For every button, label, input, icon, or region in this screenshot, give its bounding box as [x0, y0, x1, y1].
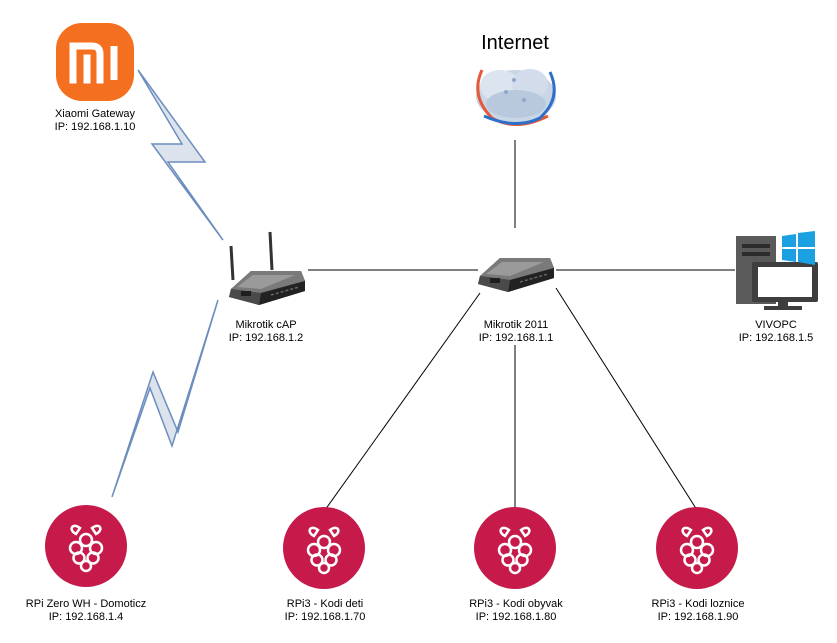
rpi-loznice-name: RPi3 - Kodi loznice [651, 598, 745, 610]
wireless-link-xiaomi-cap [137, 69, 224, 241]
cap-ip: IP: 192.168.1.2 [228, 332, 304, 344]
router-icon-cap [228, 231, 306, 306]
raspberry-pi-icon-deti [283, 507, 365, 589]
main-router-ip: IP: 192.168.1.1 [478, 332, 554, 344]
raspberry-pi-icon-loznice [656, 507, 738, 589]
rpi-deti-name: RPi3 - Kodi deti [286, 598, 364, 610]
rpi-loznice-ip: IP: 192.168.1.90 [657, 611, 739, 623]
link-main-rpi-loznice [555, 287, 698, 511]
rpi-deti-label: RPi3 - Kodi deti IP: 192.168.1.70 [285, 598, 366, 624]
rpi-zero-name: RPi Zero WH - Domoticz [25, 598, 147, 610]
pc-ip: IP: 192.168.1.5 [738, 332, 814, 344]
router-icon-main [477, 257, 555, 293]
computer-icon [736, 236, 818, 310]
main-router-name: Mikrotik 2011 [483, 319, 549, 331]
rpi-obyvak-label: RPi3 - Kodi obyvak IP: 192.168.1.80 [469, 598, 563, 624]
wired-links [308, 140, 735, 511]
xiaomi-label: Xiaomi Gateway IP: 192.168.1.10 [55, 108, 136, 134]
rpi-obyvak-ip: IP: 192.168.1.80 [475, 611, 557, 623]
cap-label: Mikrotik cAP IP: 192.168.1.2 [229, 319, 304, 345]
rpi-zero-label: RPi Zero WH - Domoticz IP: 192.168.1.4 [26, 598, 146, 624]
wireless-link-cap-rpizero [111, 299, 219, 498]
rpi-deti-ip: IP: 192.168.1.70 [284, 611, 366, 623]
raspberry-pi-icon-zero [45, 505, 127, 587]
internet-title: Internet [481, 32, 549, 54]
raspberry-pi-icon-obyvak [474, 507, 556, 589]
xiaomi-name: Xiaomi Gateway [54, 108, 136, 120]
cap-name: Mikrotik cAP [235, 319, 297, 331]
rpi-loznice-label: RPi3 - Kodi loznice IP: 192.168.1.90 [652, 598, 745, 624]
windows-logo-icon [782, 231, 815, 265]
link-main-rpi-deti [324, 292, 481, 511]
xiaomi-ip: IP: 192.168.1.10 [54, 121, 136, 133]
xiaomi-logo [56, 23, 134, 101]
pc-name: VIVOPC [755, 319, 797, 331]
main-router-label: Mikrotik 2011 IP: 192.168.1.1 [479, 319, 554, 345]
rpi-obyvak-name: RPi3 - Kodi obyvak [469, 598, 563, 610]
internet-cloud-icon [476, 69, 556, 126]
rpi-zero-ip: IP: 192.168.1.4 [48, 611, 124, 623]
pc-label: VIVOPC IP: 192.168.1.5 [739, 319, 814, 345]
